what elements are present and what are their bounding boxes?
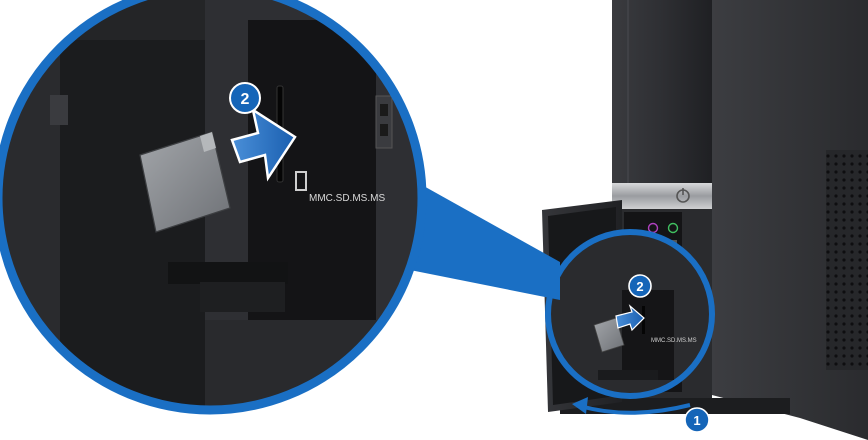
- svg-text:2: 2: [636, 279, 643, 294]
- slot-label-small: MMC.SD.MS.MS: [651, 338, 697, 344]
- card-slot-small[interactable]: [642, 306, 645, 334]
- ventilation-grille: [826, 150, 868, 370]
- callout-step-2-small: 2: [628, 274, 652, 298]
- callout-step-2-zoom: 2: [229, 82, 261, 114]
- large-zoom-circle: MMC.SD.MS.MS: [0, 0, 427, 415]
- small-zoom-circle: MMC.SD.MS.MS: [545, 229, 715, 399]
- tower-front-upper: [612, 0, 712, 185]
- svg-text:2: 2: [241, 91, 250, 108]
- slot-label: MMC.SD.MS.MS: [309, 193, 385, 204]
- chrome-power-strip: [612, 183, 712, 209]
- insert-arrow: [230, 107, 297, 182]
- power-icon[interactable]: [676, 188, 690, 203]
- zoom-beam: [395, 170, 560, 300]
- card-slot-icon: [295, 171, 307, 191]
- svg-text:1: 1: [693, 413, 700, 428]
- insert-arrow-small: [615, 304, 645, 332]
- callout-step-1: 1: [684, 407, 710, 433]
- door-rotate-arrow: [579, 403, 691, 415]
- mic-icon: [667, 222, 679, 234]
- sd-card-small[interactable]: [593, 317, 625, 353]
- sd-card[interactable]: [139, 131, 231, 233]
